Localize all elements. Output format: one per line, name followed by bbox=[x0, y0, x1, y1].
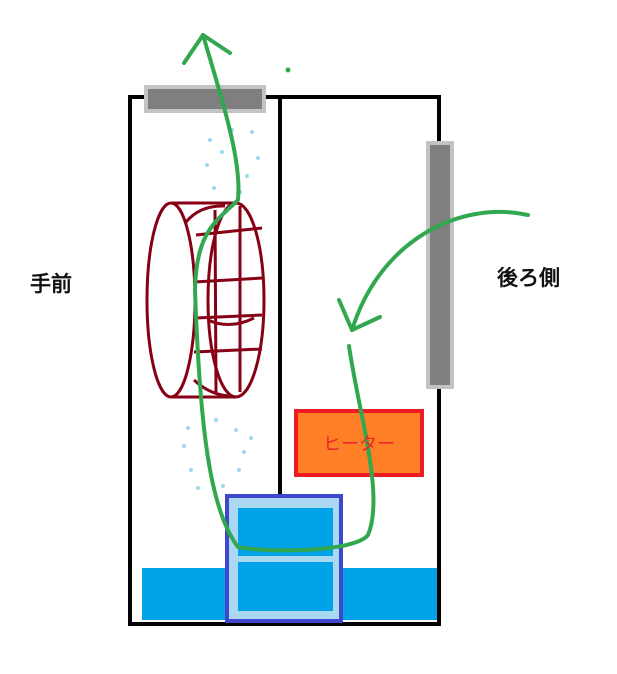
fan-cage bbox=[145, 201, 266, 399]
stray-dot bbox=[285, 67, 291, 73]
label-front: 手前 bbox=[30, 272, 72, 296]
heater-box bbox=[294, 409, 424, 477]
label-back: 後ろ側 bbox=[497, 266, 560, 290]
airflow-intake-arrowhead bbox=[337, 298, 382, 332]
airflow-arrows bbox=[182, 33, 530, 553]
airflow-exhaust-arrowhead bbox=[182, 33, 232, 65]
airflow-loop-path bbox=[193, 33, 376, 553]
heater-label: ヒーター bbox=[323, 434, 395, 455]
airflow-intake-arrow bbox=[350, 209, 530, 332]
top-vent-grille bbox=[144, 85, 266, 113]
side-vent-grille bbox=[426, 141, 454, 389]
filter-unit bbox=[225, 494, 343, 623]
